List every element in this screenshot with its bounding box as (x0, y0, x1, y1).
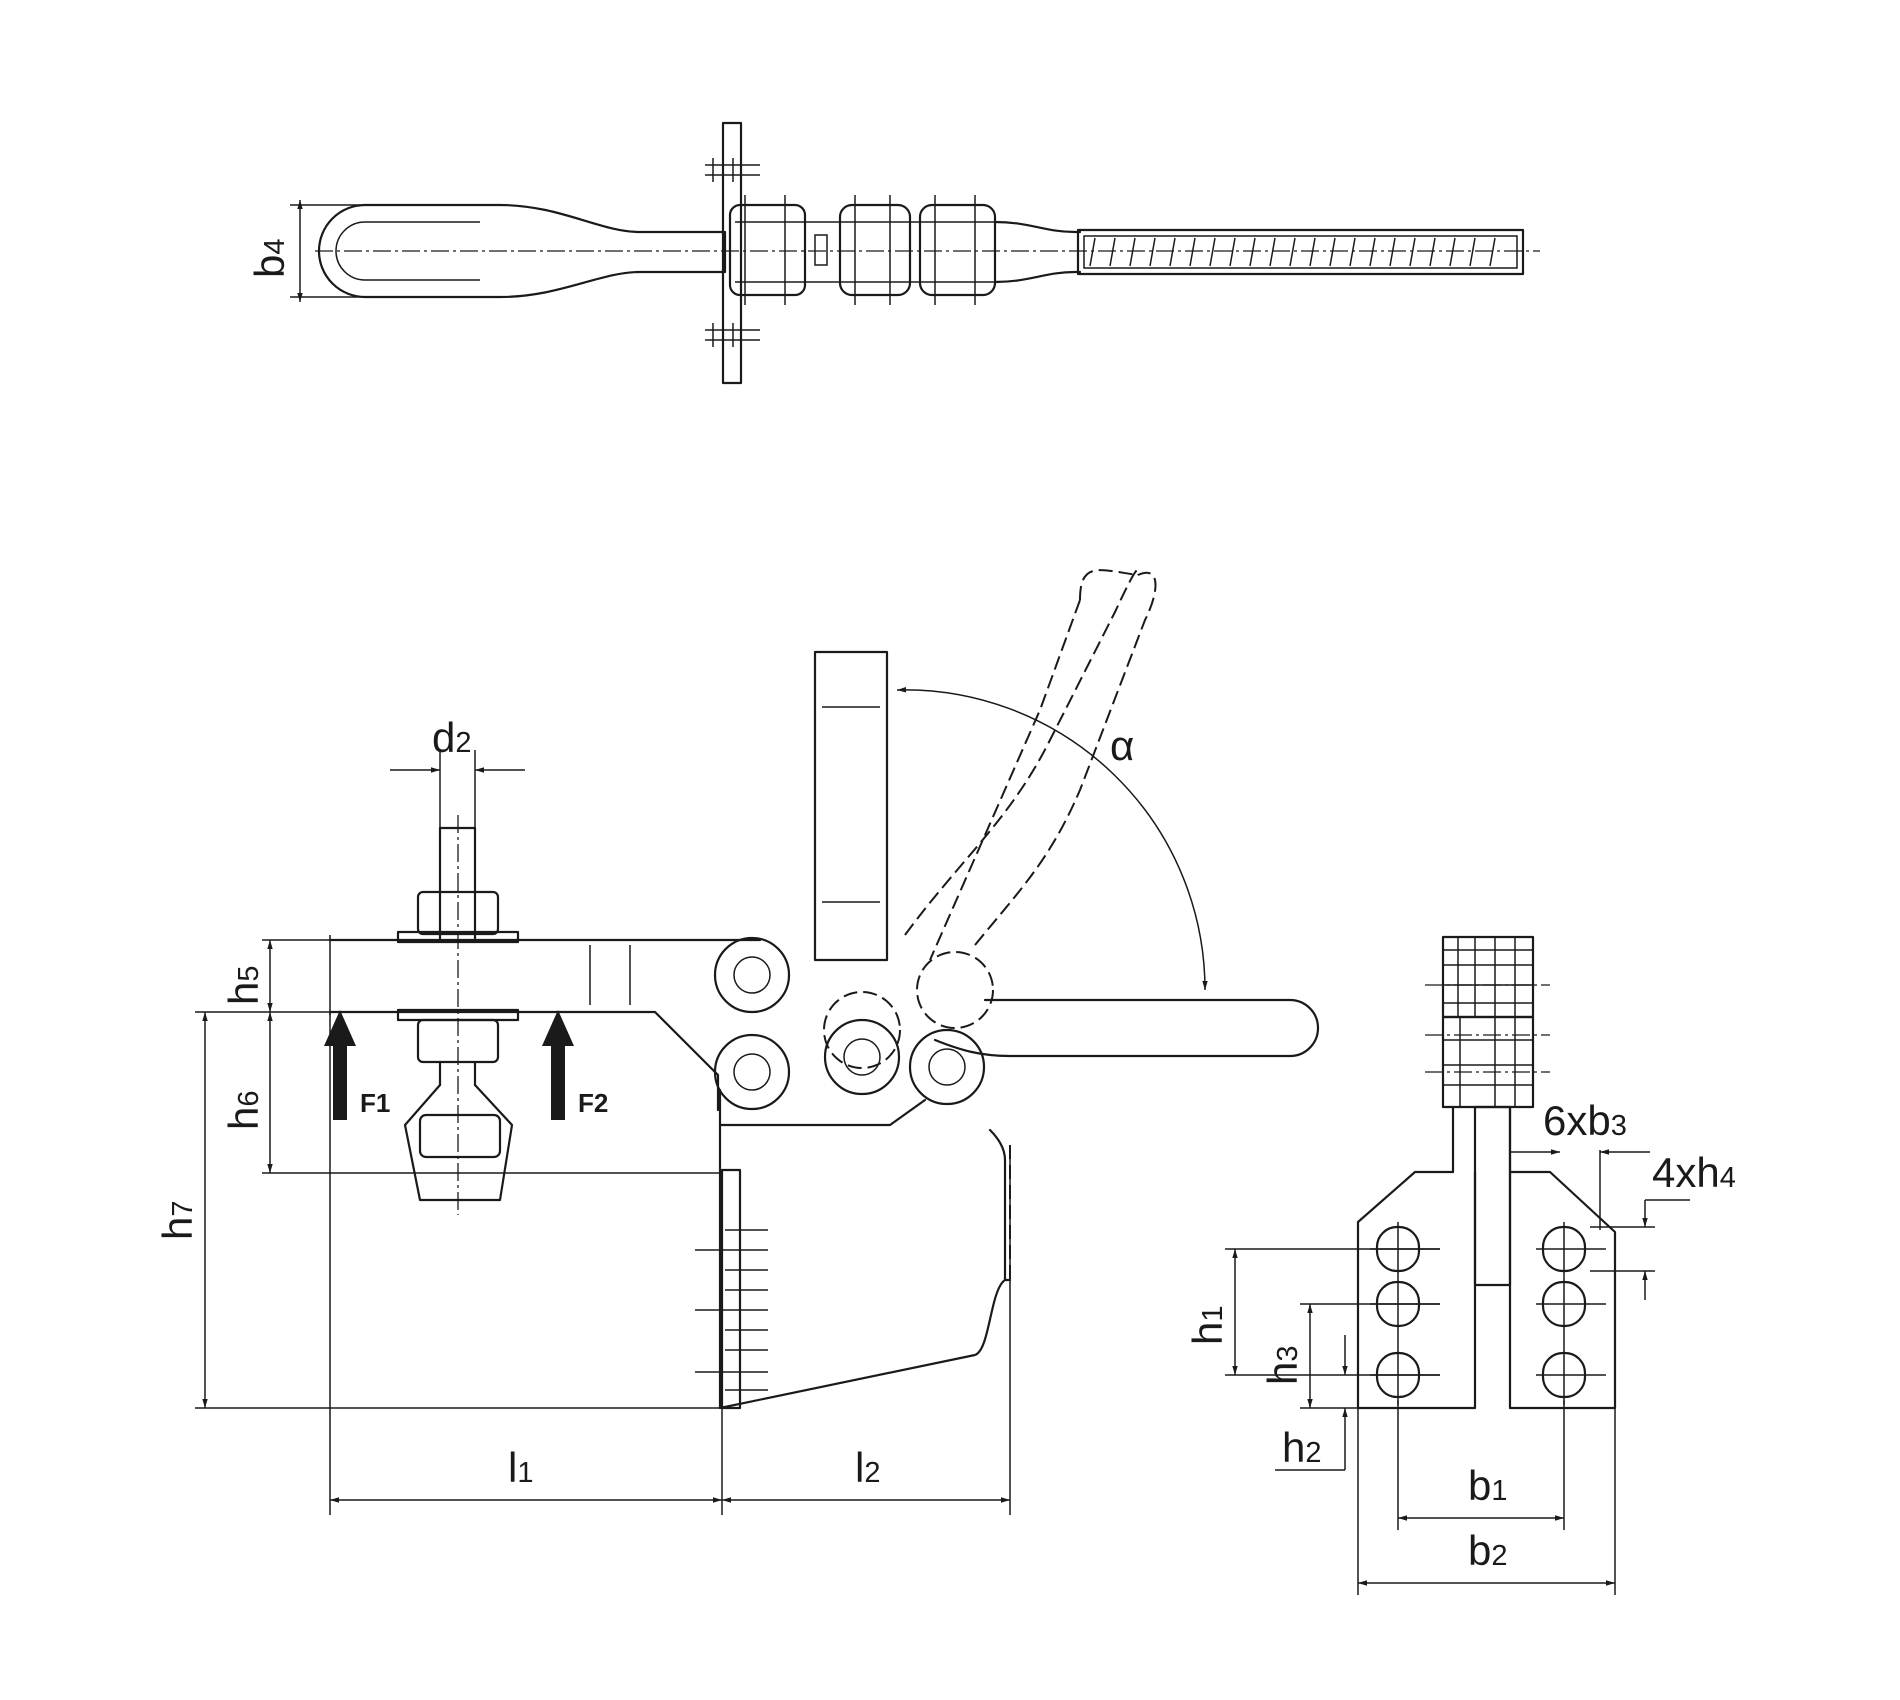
alpha-arc (896, 687, 1208, 991)
handle-stack-top (1441, 935, 1535, 1019)
handle-stack-middle (1441, 1015, 1535, 1109)
force-arrow-f2 (542, 1010, 574, 1120)
open-handle-center (929, 599, 1081, 961)
handle-stack-grid (1443, 937, 1533, 1017)
arm-hatching (1089, 237, 1496, 267)
top-view: b4 (246, 121, 1540, 385)
front-center-lines (1425, 984, 1550, 1073)
link-slot (814, 234, 828, 266)
handle-closed (933, 998, 1320, 1058)
flange-hole-marks (695, 1229, 768, 1391)
h7-label: h7 (154, 1201, 201, 1241)
front-view: 6xb3 4xh4 h1 h3 h2 b1 b2 (1184, 935, 1736, 1595)
b3-label: 6xb3 (1543, 1097, 1627, 1144)
h6-label: h6 (220, 1091, 267, 1131)
arm-taper (993, 220, 1082, 284)
pivot-pin-2 (733, 1053, 771, 1091)
b4-label: b4 (246, 239, 293, 279)
d2-label: d2 (432, 714, 472, 761)
pivot-lobe-1 (713, 936, 791, 1014)
pivot-lobe-3 (823, 1018, 901, 1096)
pivot-pin-1 (733, 956, 771, 994)
pivot-lobe-4 (908, 1028, 986, 1106)
clamp-arm-side (328, 938, 762, 1112)
spindle-lower (438, 1060, 477, 1087)
handle-grip-outline (317, 203, 727, 299)
force-arrow-f1 (324, 1010, 356, 1120)
pivot-lobe-dashed-1 (823, 991, 901, 1069)
tip-nut (418, 1113, 502, 1159)
spindle-tip (403, 1083, 514, 1202)
pivot-block-2 (838, 203, 912, 297)
pin-lines (744, 195, 976, 305)
block-guide-lines (735, 221, 1000, 283)
pivot-lobe-dashed-2 (916, 951, 994, 1029)
base-plate-strip (721, 121, 743, 385)
base-body-right (988, 1128, 1007, 1282)
f2-label: F2 (578, 1088, 608, 1118)
pivot-lobe-2 (713, 1033, 791, 1111)
clamp-arm-top (1076, 228, 1525, 276)
h5-label: h5 (220, 966, 267, 1006)
l2-label: l2 (855, 1444, 880, 1491)
mounting-hole-marks (705, 158, 760, 347)
handle-stack-mid-grid (1443, 1017, 1533, 1107)
pivot-bracket (718, 1088, 927, 1127)
h3-label: h3 (1259, 1346, 1306, 1386)
b2-label: b2 (1468, 1527, 1508, 1574)
handle-plate-marks (822, 706, 880, 903)
base-body (718, 1123, 1012, 1410)
l1-label: l1 (508, 1444, 533, 1491)
b1-label: b1 (1468, 1462, 1508, 1509)
h4-label: 4xh4 (1652, 1149, 1736, 1196)
side-view: α F1 F2 (154, 568, 1320, 1515)
pivot-pin-3 (843, 1038, 881, 1076)
clamp-arm-inner (1083, 235, 1518, 269)
pivot-block-3 (918, 203, 997, 297)
base-flange (720, 1168, 742, 1410)
open-handle-tip (1079, 569, 1139, 601)
h1-label: h1 (1184, 1306, 1231, 1346)
handle-grip-inner (335, 221, 480, 281)
handle-plate (813, 650, 889, 962)
pivot-pin-4 (928, 1048, 966, 1086)
h2-label: h2 (1282, 1424, 1322, 1471)
f1-label: F1 (360, 1088, 390, 1118)
front-body-left (1356, 1105, 1477, 1410)
arm-ribs (329, 935, 631, 1015)
alpha-label: α (1110, 722, 1134, 769)
pivot-block-1 (728, 203, 807, 297)
front-center-rib (1473, 1105, 1512, 1287)
